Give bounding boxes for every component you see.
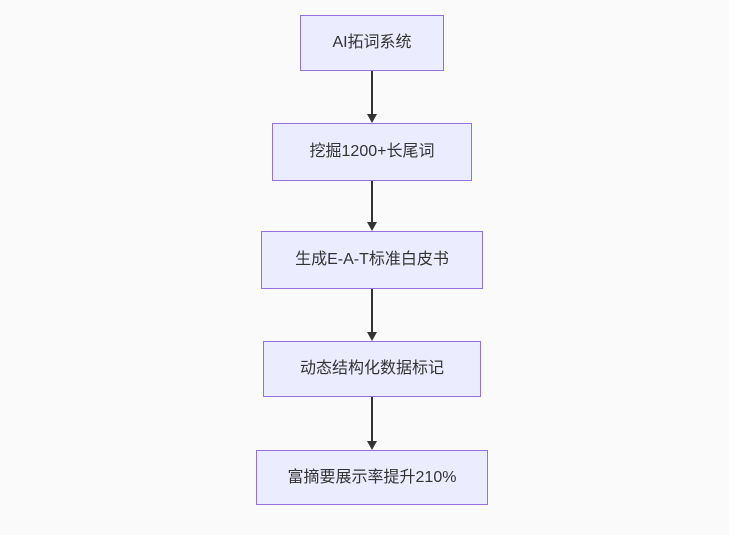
- arrow-down-icon: [367, 332, 377, 341]
- arrow-down-icon: [367, 114, 377, 123]
- flow-arrow-c-to-d: [366, 289, 378, 341]
- node-label: 动态结构化数据标记: [299, 360, 444, 377]
- node-label: AI拓词系统: [332, 34, 412, 51]
- flowchart-node-structured-data-markup: 动态结构化数据标记: [263, 341, 481, 397]
- node-label: 富摘要展示率提升210%: [287, 468, 457, 486]
- node-label: 生成E-A-T标准白皮书: [295, 251, 449, 268]
- flowchart-node-longtail-mining: 挖掘1200+长尾词: [272, 123, 472, 181]
- flow-arrow-b-to-c: [366, 181, 378, 231]
- flowchart-node-rich-snippet-result: 富摘要展示率提升210%: [256, 450, 488, 505]
- arrow-line: [371, 289, 373, 333]
- arrow-down-icon: [367, 441, 377, 450]
- arrow-line: [371, 397, 373, 442]
- flow-arrow-a-to-b: [366, 71, 378, 123]
- node-label: 挖掘1200+长尾词: [309, 143, 435, 160]
- arrow-down-icon: [367, 222, 377, 231]
- arrow-line: [371, 71, 373, 115]
- flowchart-node-eat-whitepaper: 生成E-A-T标准白皮书: [261, 231, 483, 289]
- flowchart-node-ai-keyword-system: AI拓词系统: [300, 15, 444, 71]
- arrow-line: [371, 181, 373, 223]
- flow-arrow-d-to-e: [366, 397, 378, 450]
